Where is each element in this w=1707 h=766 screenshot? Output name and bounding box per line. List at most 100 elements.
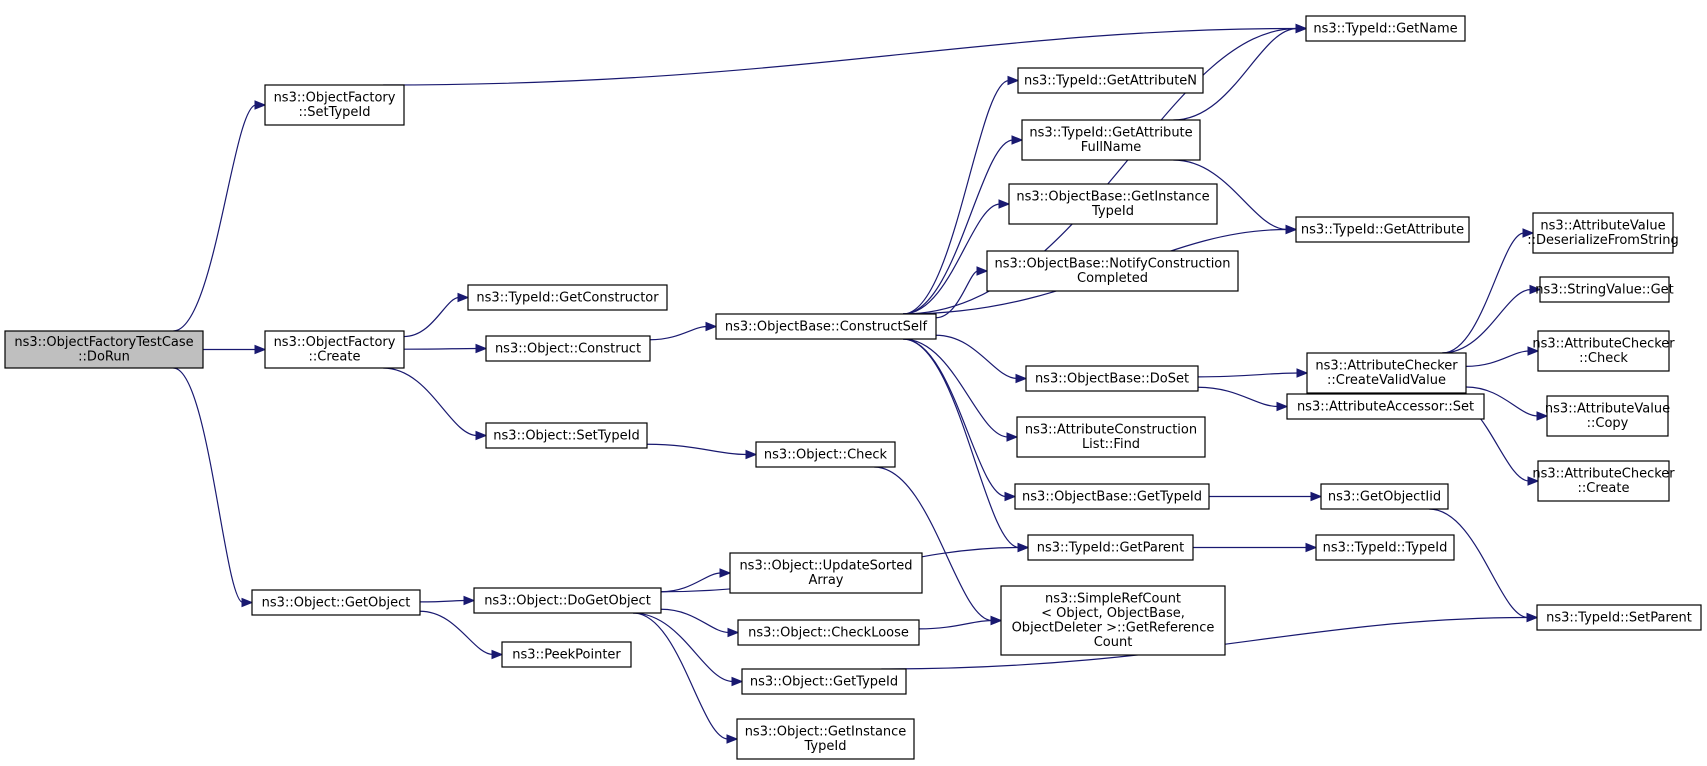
node-box	[4, 330, 204, 369]
node-av-copy[interactable]: ns3::AttributeValue::Copy	[1545, 395, 1670, 437]
arrowhead	[254, 100, 267, 110]
arrowhead	[731, 676, 744, 687]
node-label: ns3::SimpleRefCount	[1045, 592, 1181, 607]
arrowhead	[745, 449, 758, 460]
node-box	[1021, 119, 1201, 161]
node-ob-gettypeid[interactable]: ns3::ObjectBase::GetTypeId	[1014, 483, 1210, 510]
edge-obj-construct-to-ob-constructself	[649, 325, 708, 341]
node-obj-construct[interactable]: ns3::Object::Construct	[485, 335, 651, 362]
node-label: List::Find	[1082, 437, 1140, 452]
arrowhead	[726, 734, 739, 744]
arrowhead	[727, 627, 740, 638]
arrowhead	[1276, 401, 1289, 412]
edge-tid-getattributefullname-to-tid-getname	[1173, 27, 1298, 121]
node-ac-check[interactable]: ns3::AttributeChecker::Check	[1532, 330, 1675, 372]
node-label: ns3::Object::GetTypeId	[750, 674, 898, 689]
node-label: ::Create	[1578, 481, 1630, 496]
arrowhead	[1536, 411, 1549, 421]
node-box	[1025, 365, 1199, 392]
node-ob-doset[interactable]: ns3::ObjectBase::DoSet	[1025, 365, 1199, 392]
node-of-settypeid[interactable]: ns3::ObjectFactory::SetTypeId	[264, 84, 405, 126]
node-label: ns3::AttributeConstruction	[1025, 423, 1197, 438]
node-dorun[interactable]: ns3::ObjectFactoryTestCase::DoRun	[4, 330, 204, 369]
node-label: ObjectDeleter >::GetReference	[1012, 621, 1215, 636]
node-obj-getobject[interactable]: ns3::Object::GetObject	[251, 589, 421, 616]
node-label: ns3::AttributeChecker	[1315, 359, 1458, 374]
node-peekpointer[interactable]: ns3::PeekPointer	[501, 641, 632, 668]
arrowhead	[491, 649, 504, 660]
arrowhead	[1296, 368, 1309, 378]
node-tid-getattributen[interactable]: ns3::TypeId::GetAttributeN	[1017, 67, 1204, 94]
node-box	[1536, 604, 1702, 631]
node-obj-gettypeid[interactable]: ns3::Object::GetTypeId	[741, 668, 907, 695]
node-tid-getparent[interactable]: ns3::TypeId::GetParent	[1027, 534, 1194, 561]
edge-ob-doset-to-aa-set	[1197, 386, 1279, 408]
arrowhead	[1310, 491, 1323, 502]
node-tid-typeid[interactable]: ns3::TypeId::TypeId	[1315, 534, 1455, 561]
node-box	[1315, 534, 1455, 561]
node-box	[715, 313, 937, 340]
node-box	[1027, 534, 1194, 561]
edge-of-create-to-obj-construct	[403, 347, 478, 350]
node-box	[1000, 585, 1226, 656]
node-sv-get[interactable]: ns3::StringValue::Get	[1535, 276, 1674, 303]
node-box	[1546, 395, 1669, 437]
node-simplerefcount[interactable]: ns3::SimpleRefCount< Object, ObjectBase,…	[1000, 585, 1226, 656]
node-getobjectiid[interactable]: ns3::GetObjectIid	[1320, 483, 1449, 510]
node-ob-constructself[interactable]: ns3::ObjectBase::ConstructSelf	[715, 313, 937, 340]
arrowhead	[1015, 373, 1028, 384]
node-of-create[interactable]: ns3::ObjectFactory::Create	[264, 330, 405, 369]
node-obj-dogetobject[interactable]: ns3::Object::DoGetObject	[473, 587, 662, 614]
arrowhead	[1529, 284, 1542, 295]
node-label: ns3::TypeId::TypeId	[1323, 540, 1448, 555]
edge-of-settypeid-to-tid-getname	[383, 27, 1298, 86]
node-label: ::CreateValidValue	[1327, 373, 1446, 388]
node-label: ns3::ObjectBase::GetInstance	[1016, 190, 1209, 205]
edge-ob-constructself-to-tid-getparent	[902, 338, 1020, 549]
node-obj-check[interactable]: ns3::Object::Check	[755, 441, 896, 468]
node-box	[1306, 352, 1467, 394]
node-ob-notifyconstruction[interactable]: ns3::ObjectBase::NotifyConstructionCompl…	[986, 250, 1239, 292]
node-av-deserialize[interactable]: ns3::AttributeValue::DeserializeFromStri…	[1527, 212, 1679, 254]
edge-obj-dogetobject-to-obj-checkloose	[660, 608, 730, 634]
node-ac-createvalidvalue[interactable]: ns3::AttributeChecker::CreateValidValue	[1306, 352, 1467, 394]
node-box	[264, 84, 405, 126]
node-aa-set[interactable]: ns3::AttributeAccessor::Set	[1286, 393, 1485, 420]
edge-obj-dogetobject-to-obj-updatesorted	[660, 572, 722, 593]
node-label: ns3::TypeId::GetAttributeN	[1024, 73, 1197, 88]
edge-ac-createvalidvalue-to-av-copy	[1465, 386, 1539, 417]
edge-obj-getobject-to-peekpointer	[419, 610, 494, 656]
arrowhead	[475, 343, 488, 354]
node-tid-getconstructor[interactable]: ns3::TypeId::GetConstructor	[467, 284, 668, 311]
node-label: ns3::Object::CheckLoose	[748, 625, 909, 640]
node-label: ns3::TypeId::GetAttribute	[1301, 222, 1464, 237]
arrowhead	[719, 568, 732, 578]
node-label: ::Create	[309, 350, 361, 365]
node-label: ns3::AttributeValue	[1540, 219, 1665, 234]
node-label: ::Check	[1579, 351, 1628, 366]
node-ac-create[interactable]: ns3::AttributeChecker::Create	[1532, 460, 1675, 502]
node-tid-setparent[interactable]: ns3::TypeId::SetParent	[1536, 604, 1702, 631]
node-label: ns3::Object::DoGetObject	[484, 593, 651, 608]
node-tid-getattribute[interactable]: ns3::TypeId::GetAttribute	[1295, 216, 1470, 243]
edge-ob-constructself-to-ob-getinstancetypeid	[902, 203, 1001, 315]
node-box	[1537, 330, 1670, 372]
arrowhead	[1527, 476, 1540, 486]
node-box	[467, 284, 668, 311]
edge-obj-dogetobject-to-obj-gettypeid	[632, 612, 734, 683]
edge-of-create-to-tid-getconstructor	[403, 296, 460, 338]
node-label: ns3::Object::GetObject	[262, 595, 411, 610]
node-obj-checkloose[interactable]: ns3::Object::CheckLoose	[737, 619, 920, 646]
node-label: ns3::TypeId::GetName	[1313, 21, 1457, 36]
node-tid-getname[interactable]: ns3::TypeId::GetName	[1305, 15, 1466, 42]
node-box	[485, 422, 648, 449]
node-box	[1305, 15, 1466, 42]
node-obj-settypeid[interactable]: ns3::Object::SetTypeId	[485, 422, 648, 449]
edge-dorun-to-obj-getobject	[173, 367, 244, 604]
node-box	[729, 552, 923, 594]
